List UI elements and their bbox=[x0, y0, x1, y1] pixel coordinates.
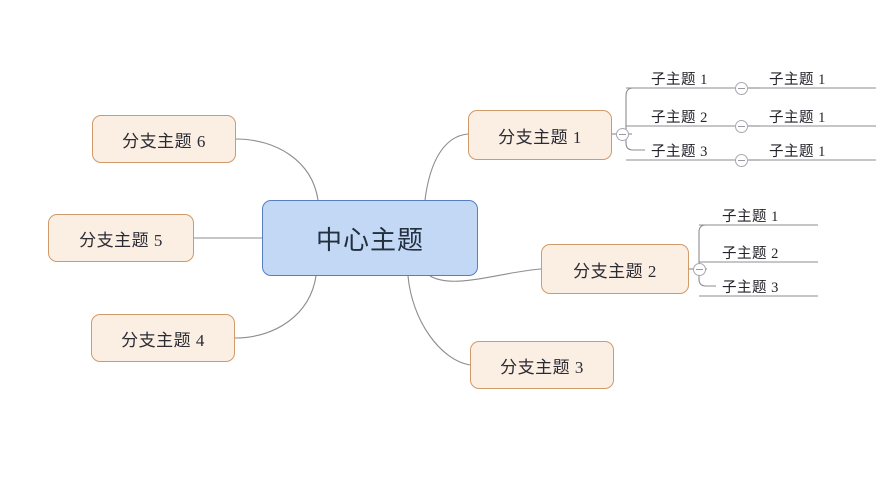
bracket-branch-2 bbox=[698, 224, 716, 287]
leaf-label-b1-child-3[interactable]: 子主题 3 bbox=[651, 144, 708, 160]
branch-node-5-label: 分支主题 5 bbox=[79, 230, 163, 250]
leaf-label-b2-child-3[interactable]: 子主题 3 bbox=[722, 280, 779, 296]
branch-node-4-label: 分支主题 4 bbox=[121, 330, 205, 350]
branch-node-2-label: 分支主题 2 bbox=[573, 261, 657, 281]
center-node[interactable]: 中心主题 bbox=[262, 200, 478, 276]
bracket-branch-1 bbox=[625, 87, 645, 151]
center-node-label: 中心主题 bbox=[315, 225, 424, 255]
leaf-label-b1-grandchild-3[interactable]: 子主题 1 bbox=[769, 144, 826, 160]
leaf-label-b1-grandchild-2[interactable]: 子主题 1 bbox=[769, 110, 826, 126]
branch-node-1-label: 分支主题 1 bbox=[498, 127, 582, 147]
branch-node-3-label: 分支主题 3 bbox=[500, 357, 584, 377]
collapse-toggle-b1-child-2[interactable] bbox=[735, 120, 748, 133]
leaf-label-b2-child-1[interactable]: 子主题 1 bbox=[722, 209, 779, 225]
branch-node-5[interactable]: 分支主题 5 bbox=[48, 214, 194, 262]
connector-center-branch-4 bbox=[234, 275, 317, 339]
leaf-label-b1-child-1[interactable]: 子主题 1 bbox=[651, 72, 708, 88]
branch-node-2[interactable]: 分支主题 2 bbox=[541, 244, 689, 294]
branch-node-1[interactable]: 分支主题 1 bbox=[468, 110, 612, 160]
branch-node-3[interactable]: 分支主题 3 bbox=[470, 341, 614, 389]
leaf-label-b1-child-2[interactable]: 子主题 2 bbox=[651, 110, 708, 126]
connector-center-branch-3 bbox=[407, 275, 471, 366]
collapse-toggle-branch-2[interactable] bbox=[693, 263, 706, 276]
collapse-toggle-b1-child-1[interactable] bbox=[735, 82, 748, 95]
branch-node-6[interactable]: 分支主题 6 bbox=[92, 115, 236, 163]
connector-center-branch-1 bbox=[424, 133, 469, 201]
leaf-label-b2-child-2[interactable]: 子主题 2 bbox=[722, 246, 779, 262]
collapse-toggle-branch-1[interactable] bbox=[616, 128, 629, 141]
branch-node-4[interactable]: 分支主题 4 bbox=[91, 314, 235, 362]
branch-node-6-label: 分支主题 6 bbox=[122, 131, 206, 151]
leaf-label-b1-grandchild-1[interactable]: 子主题 1 bbox=[769, 72, 826, 88]
collapse-toggle-b1-child-3[interactable] bbox=[735, 154, 748, 167]
connector-center-branch-6 bbox=[235, 138, 319, 201]
